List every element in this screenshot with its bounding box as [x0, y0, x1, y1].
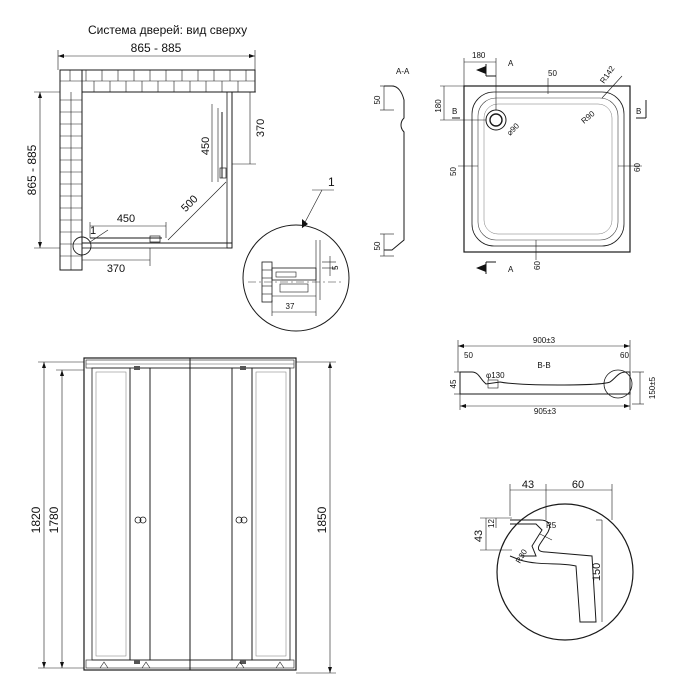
bb-phi130-label: φ130 [486, 371, 505, 380]
height-1820-label: 1820 [29, 506, 43, 533]
rim-detail-circle [496, 503, 634, 641]
height-1780-label: 1780 [47, 506, 61, 533]
bb-detail-circle [603, 369, 633, 399]
rim-dim-60-label: 60 [572, 479, 584, 491]
drain-d90-label: ⌀90 [505, 121, 521, 137]
mark-b-right-label: B [636, 107, 641, 116]
width-range-label: 865 - 885 [131, 41, 182, 55]
door-370-horizontal-label: 370 [107, 263, 125, 275]
aa-dim-top-label: 50 [373, 95, 382, 104]
bb-section-label: B-B [537, 361, 550, 370]
detail-dim-5-label: 5 [331, 265, 340, 270]
brick-wall [59, 69, 256, 271]
tray-dim-180-left-label: 180 [434, 99, 443, 113]
radius-r90-label: R90 [580, 109, 597, 126]
radius-r142-label: R142 [598, 64, 617, 85]
tray-dim-60-bottom-label: 60 [533, 261, 542, 270]
rim-dim-12-label: 12 [487, 519, 496, 528]
detail-callout-label: 1 [328, 175, 335, 189]
mark-a-bottom-label: A [508, 265, 514, 274]
bb-dim-60-label: 60 [620, 351, 629, 360]
door-450-vertical-label: 450 [200, 137, 212, 155]
tray-dim-50-left-label: 50 [449, 167, 458, 176]
section-aa-label: A-A [396, 67, 410, 76]
drain-icon [485, 109, 507, 131]
rim-dim-150-label: 150 [591, 563, 603, 581]
door-450-horizontal-label: 450 [117, 213, 135, 225]
callout-number-label: 1 [90, 225, 96, 237]
top-view-title: Система дверей: вид сверху [88, 23, 247, 37]
tray-dim-60-right-label: 60 [633, 163, 642, 172]
aa-dim-bottom-label: 50 [373, 241, 382, 250]
section-bb: 900±3 50 60 B-B φ130 45 905±3 150±5 [449, 336, 657, 416]
mark-b-left-label: B [452, 107, 457, 116]
handle-right-icon [235, 516, 243, 524]
tray-dim-180-top-label: 180 [472, 51, 486, 60]
callout-circle [72, 236, 92, 256]
depth-range-label: 865 - 885 [25, 144, 39, 195]
door-370-vertical-label: 370 [255, 119, 267, 137]
mark-a-top-label: A [508, 59, 514, 68]
detail-dim-37-label: 37 [286, 302, 295, 311]
bb-bottom-width-label: 905±3 [534, 407, 557, 416]
front-view: 1820 1780 1850 [29, 357, 336, 674]
bb-dim-50-label: 50 [464, 351, 473, 360]
section-aa: A-A 50 50 [373, 67, 410, 257]
rim-r5-label: R5 [546, 521, 557, 530]
top-view: Система дверей: вид сверху 865 - 885 865… [25, 23, 267, 275]
diagonal-500-label: 500 [179, 193, 200, 214]
tray-plan: 180 180 A A B B 50 R142 R90 ⌀90 50 60 60 [434, 51, 647, 274]
height-1850-label: 1850 [315, 506, 329, 533]
bb-dim-45-label: 45 [449, 379, 458, 388]
rim-detail: 43 60 43 12 150 R5 R30 [473, 479, 634, 641]
tray-dim-50-top-label: 50 [548, 69, 557, 78]
detail-1: 1 37 5 [242, 175, 350, 332]
bb-top-width-label: 900±3 [533, 336, 556, 345]
detail-circle [242, 224, 350, 332]
rim-dim-43-left-label: 43 [473, 530, 485, 542]
rim-dim-43-top-label: 43 [522, 479, 534, 491]
handle-left-icon [134, 516, 142, 524]
bb-dim-150-label: 150±5 [648, 376, 657, 399]
